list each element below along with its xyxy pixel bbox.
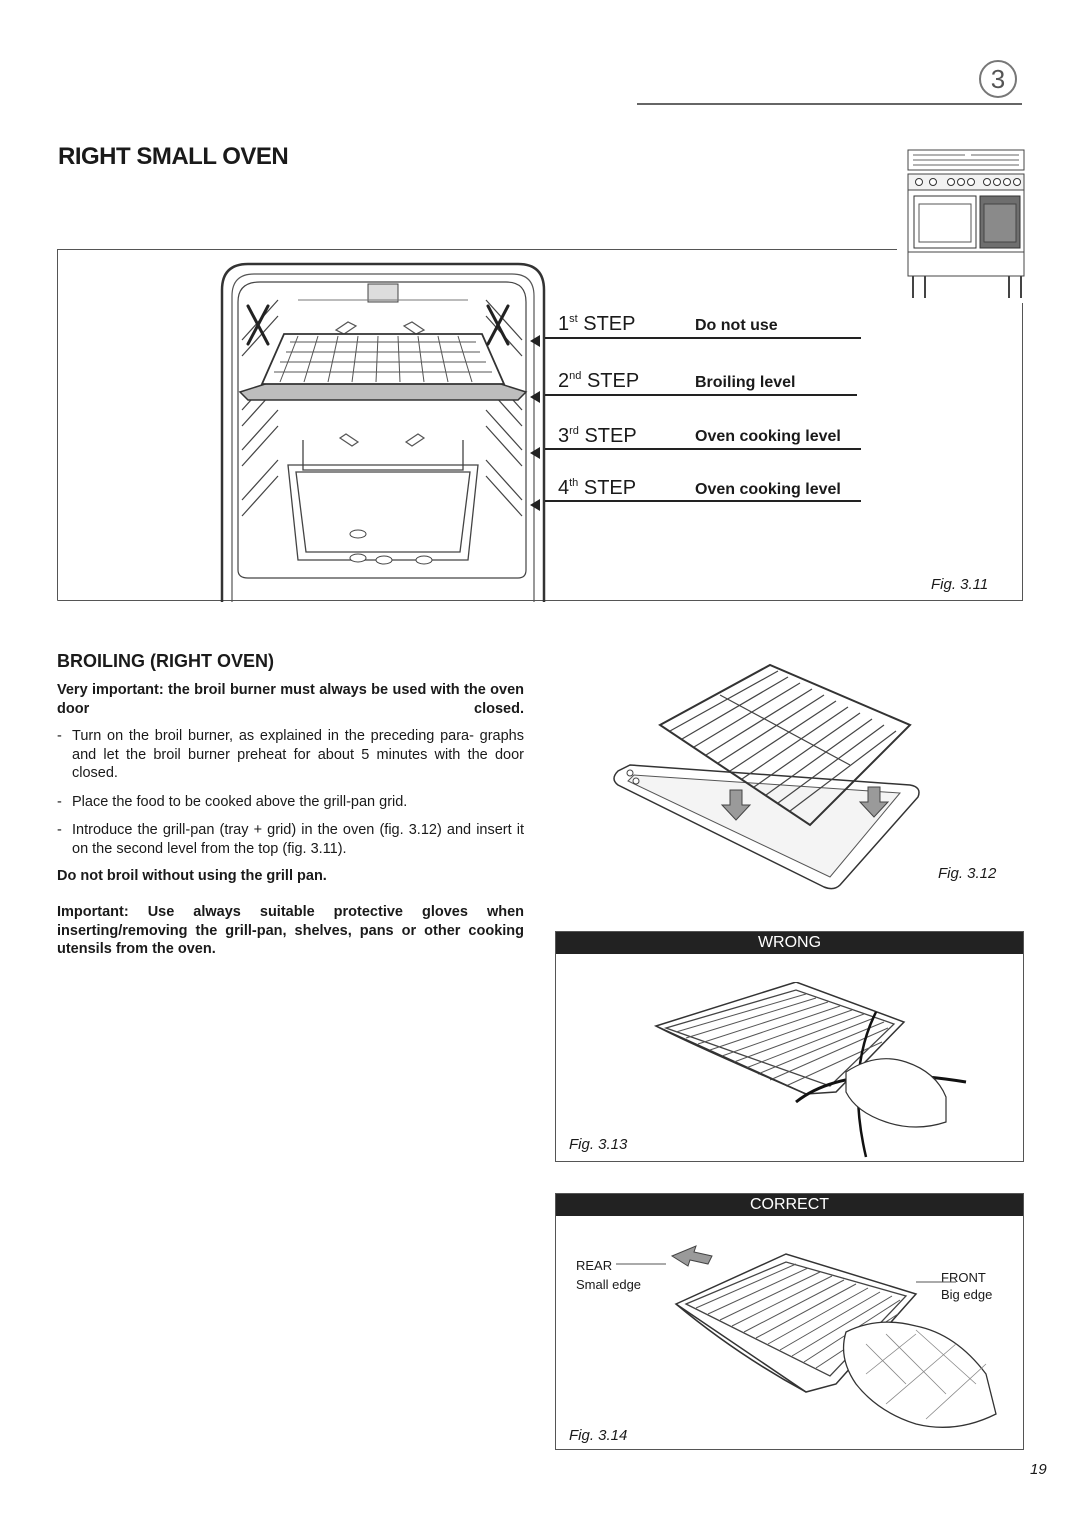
figure-3-13-frame: WRONG Fig. 3.13 [555, 931, 1024, 1162]
correct-handling-illustration [616, 1245, 997, 1428]
step-4-leader-line [545, 500, 861, 502]
step-3-leader-line [545, 448, 861, 450]
step-1-desc: Do not use [695, 317, 778, 334]
rear-edge-label: Small edge [576, 1277, 642, 1292]
instruction-text-3: Introduce the grill-pan (tray + grid) in… [72, 822, 524, 857]
front-edge-label: Big edge [941, 1287, 993, 1302]
figure-3-13-caption: Fig. 3.13 [569, 1136, 628, 1153]
page-number: 19 [1030, 1461, 1047, 1478]
step-4-ordinal: 4 [558, 477, 570, 499]
page-title: RIGHT SMALL OVEN [58, 143, 289, 170]
figure-3-11-frame [57, 249, 1023, 601]
step-3-suffix: rd [569, 425, 579, 437]
oven-interior-illustration [220, 262, 546, 602]
step-1-row: 1st STEP [558, 313, 636, 336]
correct-banner: CORRECT [556, 1194, 1023, 1216]
step-1-leader-line [545, 337, 861, 339]
step-1-ordinal: 1 [558, 313, 570, 335]
figure-3-12-caption: Fig. 3.12 [938, 865, 997, 882]
instruction-text-1: Turn on the broil burner, as explained i… [72, 728, 524, 781]
instruction-item-2: -Place the food to be cooked above the g… [57, 793, 408, 810]
step-3-word: STEP [584, 425, 637, 447]
step-1-suffix: st [569, 313, 578, 325]
instruction-list: -Turn on the broil burner, as explained … [57, 727, 524, 858]
step-2-leader-line [545, 394, 857, 396]
section-title: BROILING (RIGHT OVEN) [57, 651, 274, 671]
instruction-item-3: -Introduce the grill-pan (tray + grid) i… [57, 822, 524, 857]
wrong-handling-illustration [653, 982, 967, 1158]
instruction-item-1: -Turn on the broil burner, as explained … [57, 728, 524, 781]
step-3-row: 3rd STEP [558, 425, 637, 448]
step-1-word: STEP [583, 313, 636, 335]
step-3-ordinal: 3 [558, 425, 570, 447]
step-2-desc: Broiling level [695, 374, 796, 391]
gloves-note: Important: Use always suitable protectiv… [57, 904, 524, 957]
step-2-suffix: nd [569, 370, 582, 382]
step-arrows [530, 335, 540, 511]
step-2-row: 2nd STEP [558, 370, 639, 393]
figure-3-11-caption: Fig. 3.11 [931, 576, 989, 593]
chapter-number-badge: 3 [979, 60, 1017, 98]
step-4-row: 4th STEP [558, 477, 636, 500]
step-4-word: STEP [583, 477, 637, 499]
instruction-text-2: Place the food to be cooked above the gr… [72, 793, 408, 810]
figure-3-14-frame: CORRECT REAR Small edge FRONT Big edge F… [555, 1193, 1024, 1450]
rear-label: REAR [576, 1258, 613, 1273]
step-4-suffix: th [569, 477, 579, 489]
chapter-number: 3 [990, 63, 1006, 94]
step-3-desc: Oven cooking level [695, 428, 841, 445]
important-intro: Very important: the broil burner must al… [57, 682, 524, 717]
step-2-ordinal: 2 [558, 370, 570, 392]
wrong-banner: WRONG [556, 932, 1023, 954]
range-cooker-thumbnail [907, 149, 1025, 298]
grill-pan-warning: Do not broil without using the grill pan… [57, 868, 327, 884]
step-4-desc: Oven cooking level [695, 481, 841, 498]
header-rule [637, 103, 1022, 105]
figure-3-14-caption: Fig. 3.14 [569, 1427, 628, 1444]
step-2-word: STEP [586, 370, 640, 392]
grill-pan-assembly-illustration [613, 663, 920, 890]
front-label: FRONT [941, 1270, 986, 1285]
